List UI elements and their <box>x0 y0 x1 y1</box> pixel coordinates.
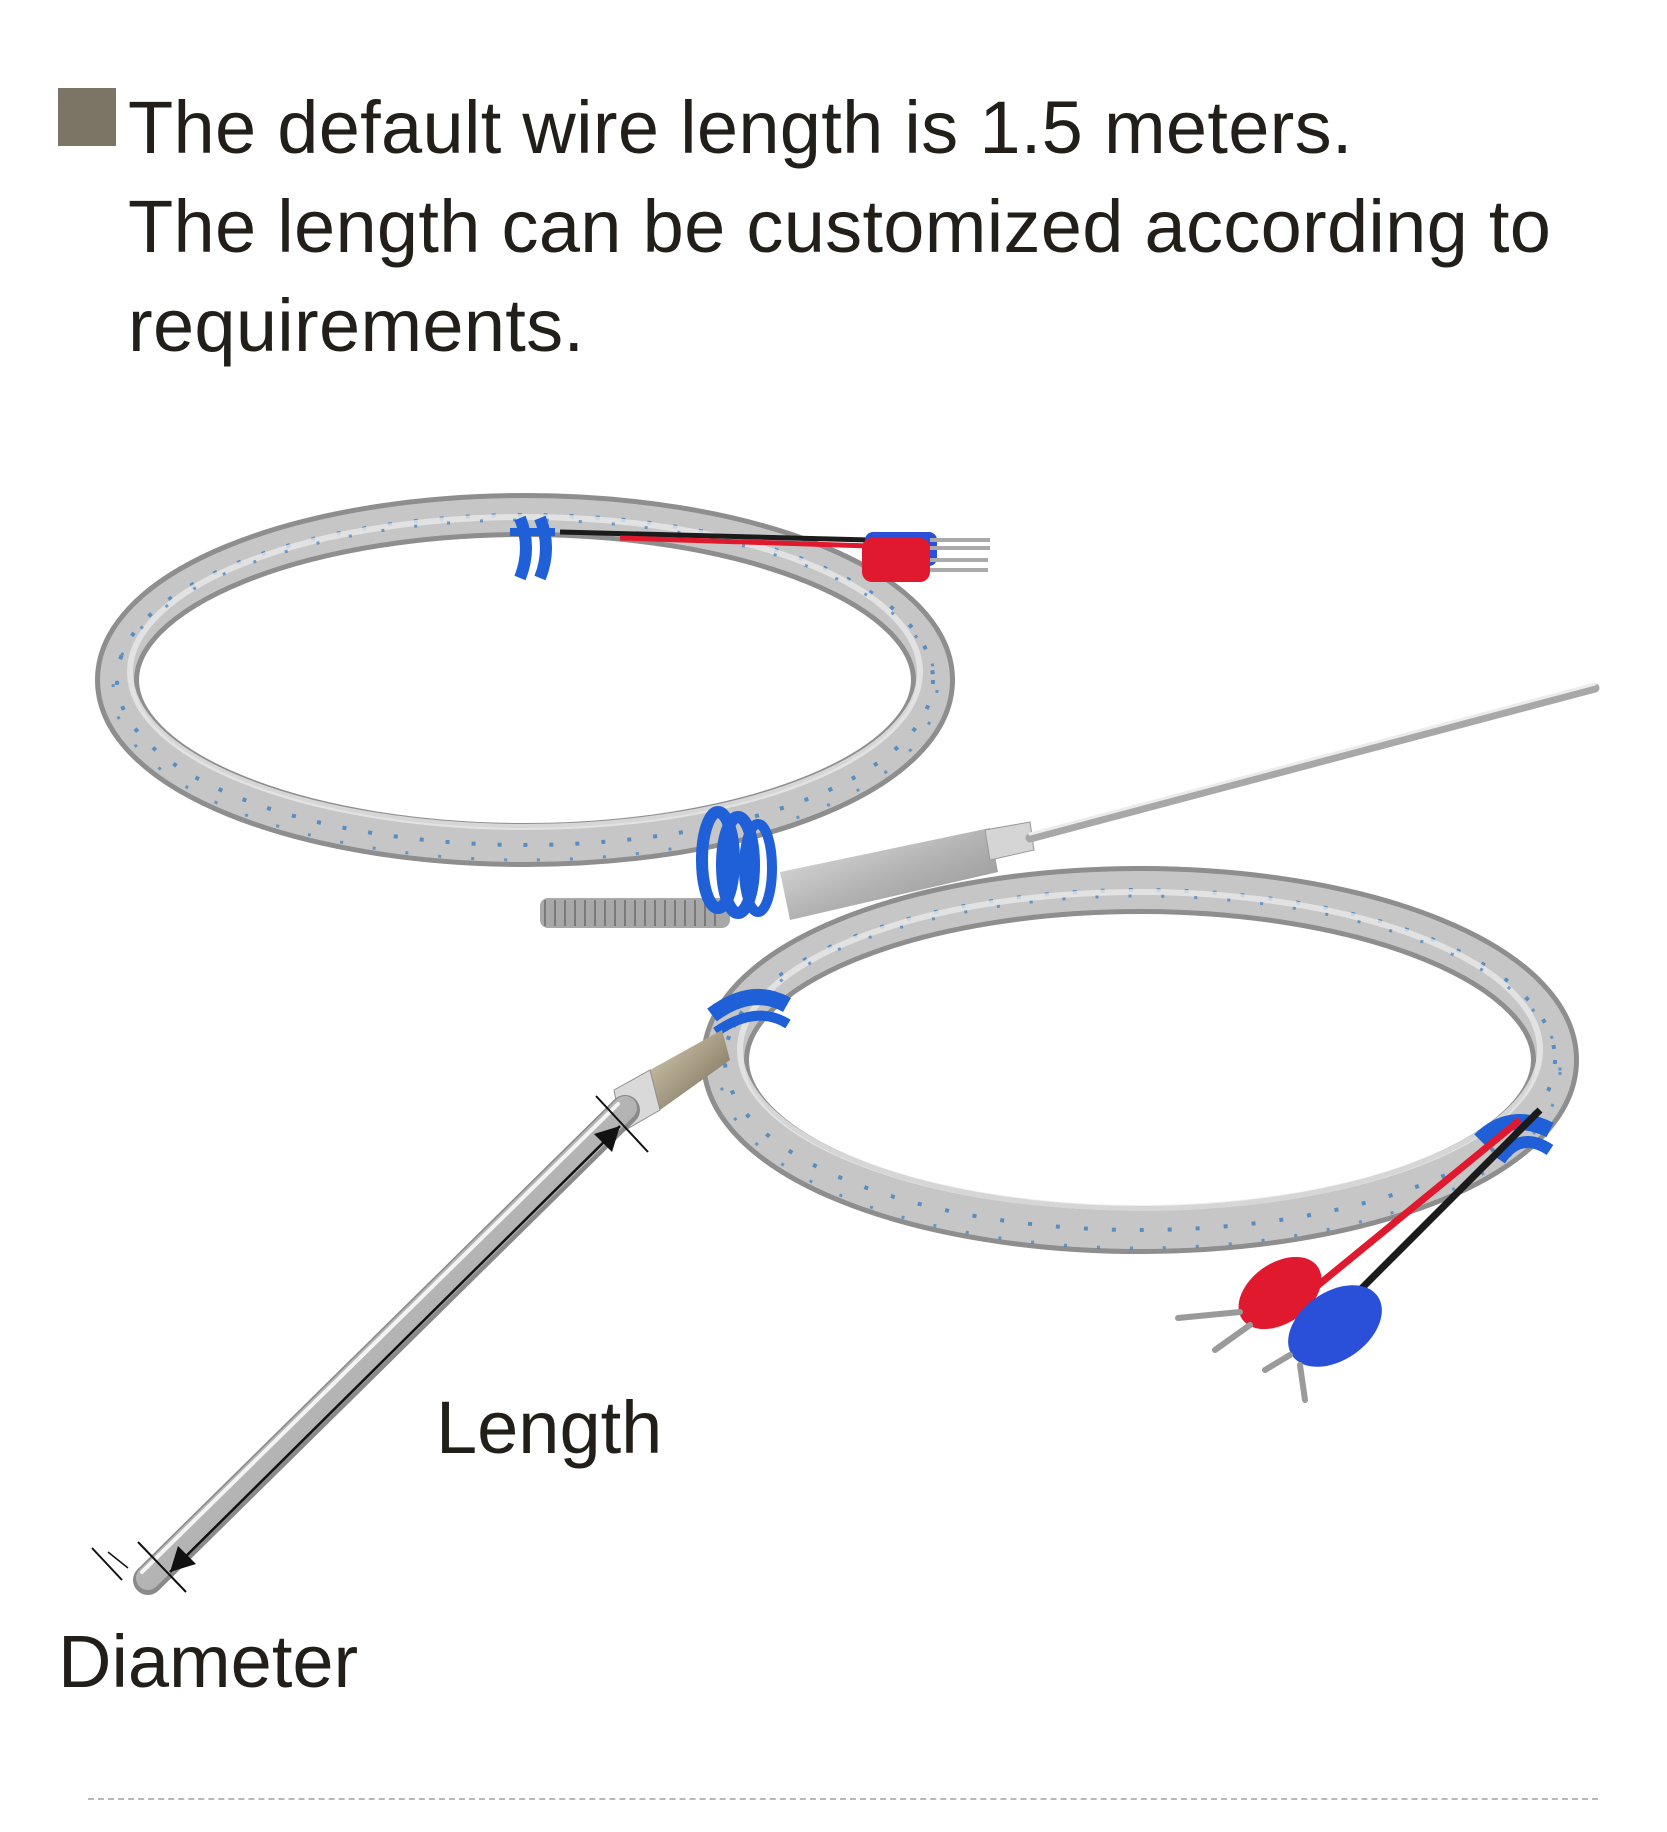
lower-probe <box>133 1030 730 1595</box>
lower-terminals <box>1175 1107 1543 1403</box>
upper-terminal <box>559 529 990 582</box>
headline-line-3: requirements. <box>128 284 585 367</box>
bullet-square <box>58 88 116 146</box>
lower-tie-left <box>707 989 791 1037</box>
length-label: Length <box>436 1386 663 1469</box>
thermocouple-illustration <box>91 493 1600 1595</box>
product-photo <box>0 420 1667 1810</box>
length-dimension <box>137 1095 649 1593</box>
upper-tie-top <box>510 515 555 581</box>
diameter-label: Diameter <box>58 1620 359 1703</box>
upper-cable-coil <box>95 493 955 867</box>
headline-text: The default wire length is 1.5 meters. T… <box>128 78 1551 375</box>
diameter-dimension <box>91 1547 129 1581</box>
headline-line-1: The default wire length is 1.5 meters. <box>128 86 1353 169</box>
upper-probe <box>540 682 1600 928</box>
headline-line-2: The length can be customized according t… <box>128 185 1552 268</box>
upper-tie-front <box>696 806 777 919</box>
dashed-divider <box>88 1798 1598 1800</box>
